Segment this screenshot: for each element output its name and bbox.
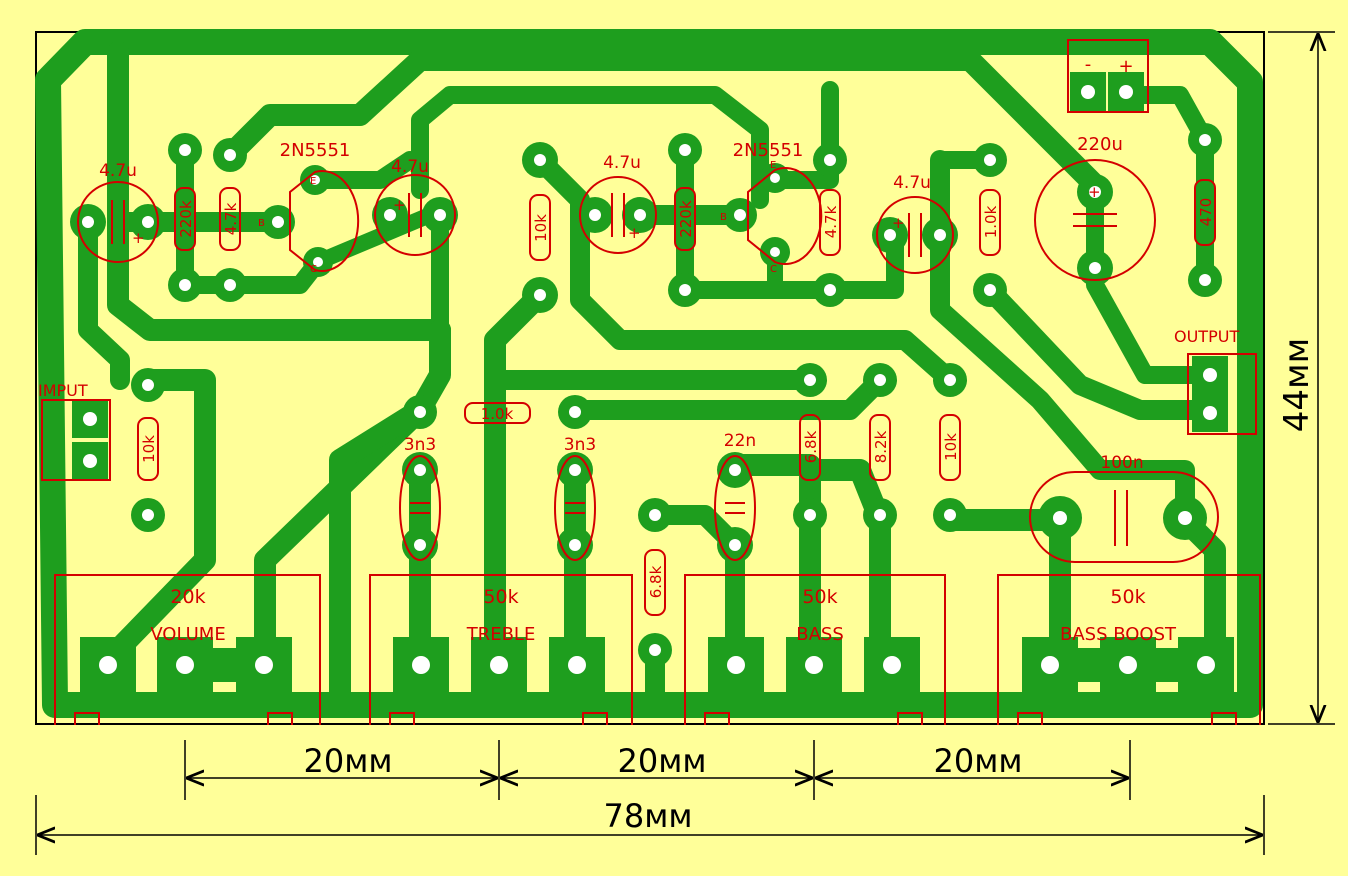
label-pot-volume-name: VOLUME (150, 624, 225, 645)
label-q1-pin-e: E (310, 176, 316, 187)
label-pot-bass-boost-value: 50k (1110, 586, 1145, 608)
label-r-q1-bias: 220k (177, 200, 195, 238)
label-c-in: 4.7u (99, 161, 137, 181)
label-q1-pin-b: B (258, 218, 265, 229)
label-r-1k: 1.0k (982, 205, 1000, 238)
label-r-input: 10k (140, 435, 158, 463)
label-r-q2-bias: 220k (677, 200, 695, 238)
label-power-plus: + (1118, 56, 1133, 77)
label-pot-treble-name: TREBLE (466, 624, 536, 645)
label-pot-treble-value: 50k (483, 586, 518, 608)
label-c-q2-in-plus: + (628, 224, 641, 242)
label-r-boost: 10k (942, 433, 960, 461)
label-q2: 2N5551 (733, 140, 804, 161)
pad-holes (82, 85, 1217, 674)
dim-spacing-2: 20мм (618, 742, 707, 780)
label-r-tone-mix: 1.0k (481, 405, 514, 423)
label-c-q2-out-plus: + (892, 214, 905, 232)
label-input-connector: IMPUT (38, 381, 88, 400)
label-r-bass-b: 8.2k (872, 430, 890, 463)
dimension-lines (35, 31, 1335, 855)
label-c-treble-2: 3n3 (564, 435, 596, 455)
label-c-boost: 100n (1100, 453, 1143, 473)
label-pot-volume-value: 20k (170, 586, 205, 608)
label-c-treble-1: 3n3 (404, 435, 436, 455)
label-r-supply: 470 (1197, 198, 1215, 227)
label-c-q2-out: 4.7u (893, 173, 931, 193)
silkscreen-outlines (41, 39, 1261, 725)
silkscreen-labels: 4.7u + 4.7u + 4.7u + 4.7u + 220u + 2N555… (38, 54, 1239, 645)
label-output-connector: OUTPUT (1174, 327, 1239, 346)
label-c-bass: 22n (724, 431, 756, 451)
dim-spacing-3: 20мм (934, 742, 1023, 780)
dim-spacing-1: 20мм (304, 742, 393, 780)
label-q1-pin-c: C (310, 264, 317, 275)
label-q2-pin-e: E (770, 160, 776, 171)
label-r-q1-load: 4.7k (222, 202, 240, 235)
label-q2-pin-c: C (770, 264, 777, 275)
label-c-q1-out-plus: + (393, 196, 406, 214)
dim-height: 44мм (1277, 338, 1317, 433)
label-c-q2-in: 4.7u (603, 153, 641, 173)
label-q2-pin-b: B (720, 212, 727, 223)
label-r-10k-mid: 10k (532, 214, 550, 242)
label-r-bottom: 6.8k (647, 565, 665, 598)
label-r-bass-a: 6.8k (802, 430, 820, 463)
label-pot-bass-value: 50k (802, 586, 837, 608)
label-c-in-plus: + (132, 229, 145, 247)
label-power-minus: - (1085, 54, 1092, 75)
dimension-labels: 44мм 20мм 20мм 20мм 78мм (304, 338, 1318, 835)
label-pot-bass-name: BASS (796, 624, 844, 645)
label-c-q1-out: 4.7u (391, 157, 429, 177)
label-c-supply-plus: + (1088, 183, 1101, 201)
label-q1: 2N5551 (280, 140, 351, 161)
dim-width: 78мм (604, 797, 693, 835)
label-c-supply: 220u (1077, 134, 1123, 155)
label-r-q2-load: 4.7k (822, 205, 840, 238)
label-pot-bass-boost-name: BASS BOOST (1060, 624, 1177, 645)
